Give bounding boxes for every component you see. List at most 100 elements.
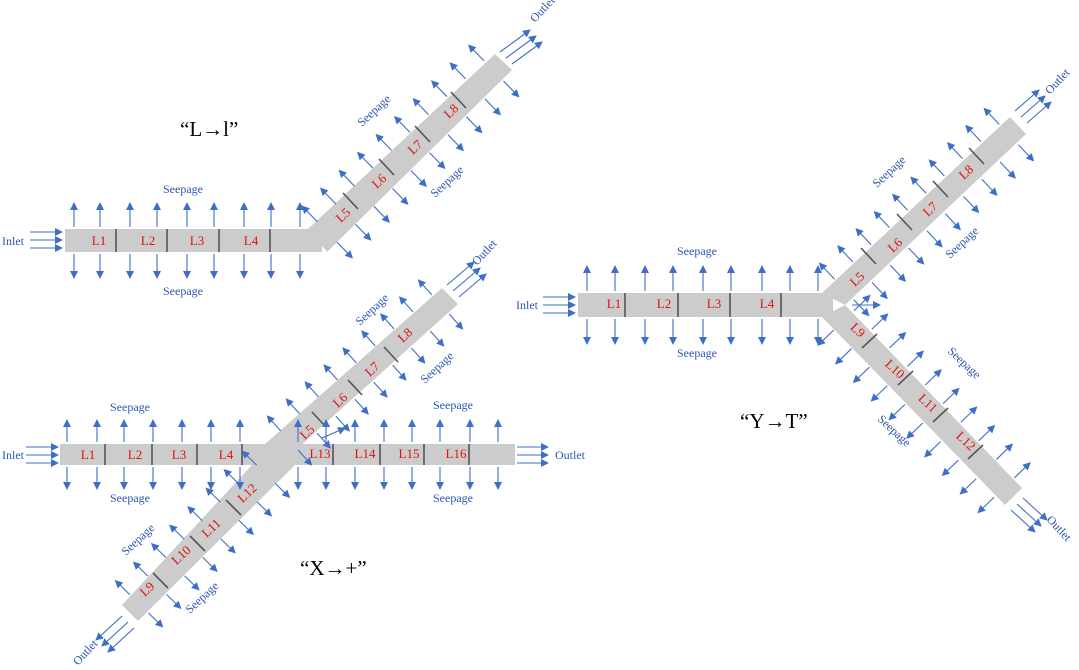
seepage-arrow	[978, 424, 996, 442]
seepage-arrow	[447, 134, 464, 152]
y-to-t-separators	[624, 147, 985, 460]
seepage-arrow	[132, 561, 149, 577]
segment-separator	[378, 158, 395, 176]
y-to-t-seepage-upper-arm-b: Seepage	[942, 224, 981, 262]
segment-separator	[450, 91, 467, 109]
seepage-arrow	[205, 487, 221, 503]
seepage-arrow	[431, 80, 448, 98]
seepage-arrow	[392, 364, 407, 381]
seepage-arrow	[361, 330, 376, 347]
seepage-arrow	[889, 264, 907, 282]
seepage-arrow	[304, 381, 319, 398]
flow-arrow	[458, 273, 487, 298]
seepage-arrow	[817, 329, 835, 346]
flow-arrow	[1022, 497, 1048, 521]
segment-label: L4	[760, 296, 775, 311]
segment-label: L3	[190, 233, 204, 248]
x-to-plus-title: “X→+”	[300, 556, 367, 580]
seepage-arrow	[888, 403, 906, 421]
segment-separator	[414, 125, 431, 143]
segment-label: L3	[172, 447, 186, 462]
seepage-arrow	[853, 294, 871, 312]
seepage-arrow	[870, 385, 888, 402]
seepage-arrow	[449, 62, 466, 80]
segment-separator	[861, 333, 878, 349]
seepage-arrow	[448, 313, 464, 330]
seepage-arrow	[908, 247, 925, 265]
seepage-arrow	[910, 176, 927, 194]
segment-label: L2	[128, 447, 142, 462]
segment-separator	[896, 213, 913, 231]
seepage-arrow	[999, 161, 1016, 179]
flow-arrow	[107, 627, 135, 653]
x-to-plus-outlet-top-label: Outlet	[469, 236, 500, 268]
seepage-arrow	[926, 230, 943, 248]
x-to-plus-separators	[104, 346, 470, 589]
seepage-arrow	[151, 542, 167, 559]
segment-separator	[968, 147, 985, 165]
seepage-arrow	[297, 449, 313, 466]
x-to-plus-seepage-bottom-right: Seepage	[433, 491, 473, 505]
x-to-plus-seepage-top-left: Seepage	[110, 400, 150, 414]
seepage-arrow	[834, 348, 852, 365]
seepage-arrow	[114, 579, 131, 596]
seepage-arrow	[410, 170, 427, 188]
seepage-arrow	[223, 468, 239, 485]
l-to-i-arrows	[30, 29, 543, 279]
y-to-t-seepage-top: Seepage	[677, 244, 717, 258]
flow-arrow	[1014, 89, 1040, 112]
segment-label: L2	[141, 233, 155, 248]
seepage-arrow	[928, 159, 945, 177]
seepage-arrow	[889, 331, 907, 349]
segment-separator	[347, 379, 363, 396]
segment-separator	[932, 180, 949, 198]
y-to-t-seepage-upper-arm-a: Seepage	[869, 153, 908, 191]
seepage-arrow	[323, 364, 338, 381]
seepage-arrow	[336, 241, 353, 259]
segment-label: L1	[607, 296, 621, 311]
flow-arrow	[1026, 101, 1052, 124]
seepage-arrow	[169, 524, 185, 540]
seepage-arrow	[301, 205, 318, 223]
seepage-arrow	[394, 115, 411, 133]
seepage-arrow	[320, 187, 337, 205]
seepage-arrow	[187, 505, 203, 522]
seepage-arrow	[907, 350, 925, 367]
seepage-arrow	[373, 381, 388, 398]
seepage-arrow	[466, 116, 483, 134]
seepage-arrow	[375, 133, 392, 151]
seepage-arrow	[354, 398, 369, 415]
seepage-arrow	[373, 205, 390, 223]
y-to-t-arrows	[543, 89, 1052, 533]
seepage-arrow	[412, 98, 429, 115]
seepage-arrow	[942, 387, 960, 405]
seepage-arrow	[906, 422, 924, 439]
seepage-arrow	[220, 538, 236, 554]
flow-arrow	[1010, 509, 1036, 533]
l-to-i-separators	[115, 91, 467, 252]
seepage-arrow	[429, 152, 446, 170]
seepage-arrow	[417, 279, 433, 296]
seepage-arrow	[871, 313, 889, 330]
segment-separator	[225, 499, 242, 516]
seepage-arrow	[977, 496, 995, 514]
seepage-arrow	[873, 210, 890, 228]
seepage-arrow	[238, 519, 254, 536]
seepage-arrow	[484, 98, 501, 116]
l-to-i-seepage-lower-label: Seepage	[427, 163, 466, 201]
seepage-arrow	[924, 369, 942, 386]
flow-arrow	[1016, 503, 1042, 527]
seepage-arrow	[342, 347, 357, 364]
y-to-t-title: “Y→T”	[740, 409, 808, 433]
l-to-i-seepage-top-label: Seepage	[163, 182, 203, 196]
segment-separator	[152, 572, 169, 589]
l-to-i-outlet-label: Outlet	[527, 0, 558, 25]
seepage-arrow	[241, 450, 258, 466]
flow-arrow	[505, 35, 537, 59]
seepage-arrow	[852, 366, 870, 384]
x-to-plus-seepage-upper-arm-b: Seepage	[417, 349, 456, 387]
segment-label: L4	[219, 447, 234, 462]
seepage-arrow	[274, 482, 291, 499]
flow-arrow	[452, 267, 481, 292]
